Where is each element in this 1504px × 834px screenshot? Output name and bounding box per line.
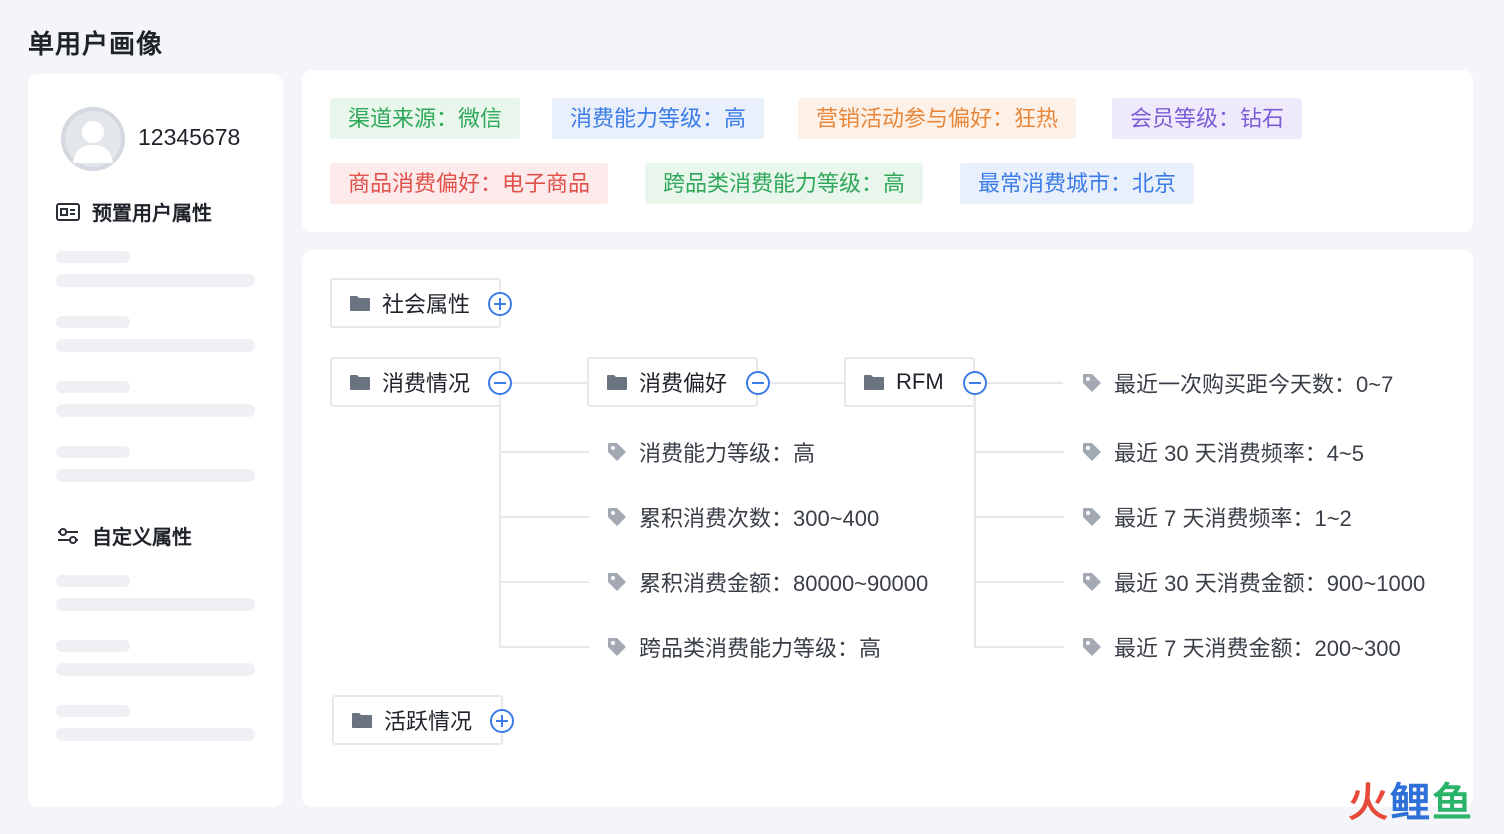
connector-line [499,516,589,518]
user-id: 12345678 [138,124,241,150]
connector-line [974,516,1064,518]
connector-line [499,581,589,583]
tag-icon [608,508,626,526]
tree-node-label: RFM [896,369,944,394]
custom-attributes-heading: 自定义属性 [56,521,192,550]
custom-attributes-label: 自定义属性 [92,527,192,549]
connector-line [974,394,976,647]
leaf-rfm-recency: 最近一次购买距今天数：0~7 [1081,368,1393,398]
connector-line [499,394,501,647]
collapse-minus-icon[interactable] [746,371,770,395]
user-avatar-icon [61,107,125,171]
attribute-tree-panel: 社会属性 消费情况 消费偏好 RFM 消费能力等级：高 累积消费次数：300~4… [302,250,1473,807]
skeleton-line [56,274,255,287]
tag-member-level: 会员等级：钻石 [1112,98,1303,139]
tag-marketing-preference: 营销活动参与偏好：狂热 [798,98,1077,139]
tree-node-label: 活跃情况 [384,709,473,734]
folder-icon [352,712,372,728]
skeleton-line [56,251,130,263]
skeleton-line [56,446,130,458]
skeleton-line [56,663,255,676]
leaf-rfm-frequency-7d: 最近 7 天消费频率：1~2 [1081,502,1352,532]
skeleton-line [56,316,130,328]
tag-icon [608,638,626,656]
connector-line [499,451,589,453]
leaf-cross-category-level: 跨品类消费能力等级：高 [606,632,881,662]
tree-node-label: 消费情况 [382,371,471,396]
collapse-minus-icon[interactable] [963,371,987,395]
skeleton-line [56,728,255,741]
avatar [61,107,125,171]
folder-icon [864,374,884,390]
tree-node-rfm[interactable]: RFM [844,357,975,407]
tag-icon [1083,443,1101,461]
leaf-rfm-frequency-30d: 最近 30 天消费频率：4~5 [1081,437,1364,467]
page-title: 单用户画像 [28,29,164,59]
tag-frequent-city: 最常消费城市：北京 [960,163,1195,204]
leaf-rfm-monetary-30d: 最近 30 天消费金额：900~1000 [1081,567,1425,597]
tag-product-preference: 商品消费偏好：电子商品 [330,163,609,204]
preset-attributes-heading: 预置用户属性 [56,197,212,226]
tree-node-preference[interactable]: 消费偏好 [587,357,758,407]
connector-line [987,382,1063,384]
tree-node-label: 社会属性 [382,292,471,317]
leaf-consumption-amount: 累积消费金额：80000~90000 [606,567,928,597]
expand-plus-icon[interactable] [488,292,512,316]
tag-icon [608,443,626,461]
skeleton-line [56,575,130,587]
tree-node-activity[interactable]: 活跃情况 [332,695,503,745]
skeleton-line [56,598,255,611]
preset-attributes-label: 预置用户属性 [92,203,212,225]
user-profile-panel: 12345678 预置用户属性 自定义属性 [28,74,283,807]
leaf-consumption-level: 消费能力等级：高 [606,437,815,467]
connector-line [512,382,588,384]
tag-icon [1083,573,1101,591]
skeleton-line [56,469,255,482]
skeleton-line [56,705,130,717]
tag-icon [608,573,626,591]
connector-line [974,646,1064,648]
user-tags-panel: 渠道来源：微信 消费能力等级：高 营销活动参与偏好：狂热 会员等级：钻石 商品消… [302,70,1473,232]
tag-cross-category-level: 跨品类消费能力等级：高 [645,163,924,204]
folder-icon [607,374,627,390]
tag-channel-source: 渠道来源：微信 [330,98,521,139]
folder-icon [350,295,370,311]
collapse-minus-icon[interactable] [488,371,512,395]
tag-icon [1083,638,1101,656]
skeleton-line [56,404,255,417]
folder-icon [350,374,370,390]
connector-line [499,646,589,648]
tree-node-consumption[interactable]: 消费情况 [330,357,501,407]
skeleton-line [56,640,130,652]
skeleton-line [56,339,255,352]
watermark-logo: 火鲤鱼 [1348,781,1474,825]
tag-icon [1083,374,1101,392]
id-card-icon [56,202,80,222]
leaf-consumption-count: 累积消费次数：300~400 [606,502,879,532]
connector-line [974,581,1064,583]
settings-sliders-icon [56,526,80,546]
connector-line [974,451,1064,453]
tag-icon [1083,508,1101,526]
tree-node-social[interactable]: 社会属性 [330,278,501,328]
leaf-rfm-monetary-7d: 最近 7 天消费金额：200~300 [1081,632,1401,662]
skeleton-line [56,381,130,393]
connector-line [769,382,845,384]
tag-consumption-level: 消费能力等级：高 [552,98,765,139]
expand-plus-icon[interactable] [490,709,514,733]
tree-node-label: 消费偏好 [639,371,728,396]
